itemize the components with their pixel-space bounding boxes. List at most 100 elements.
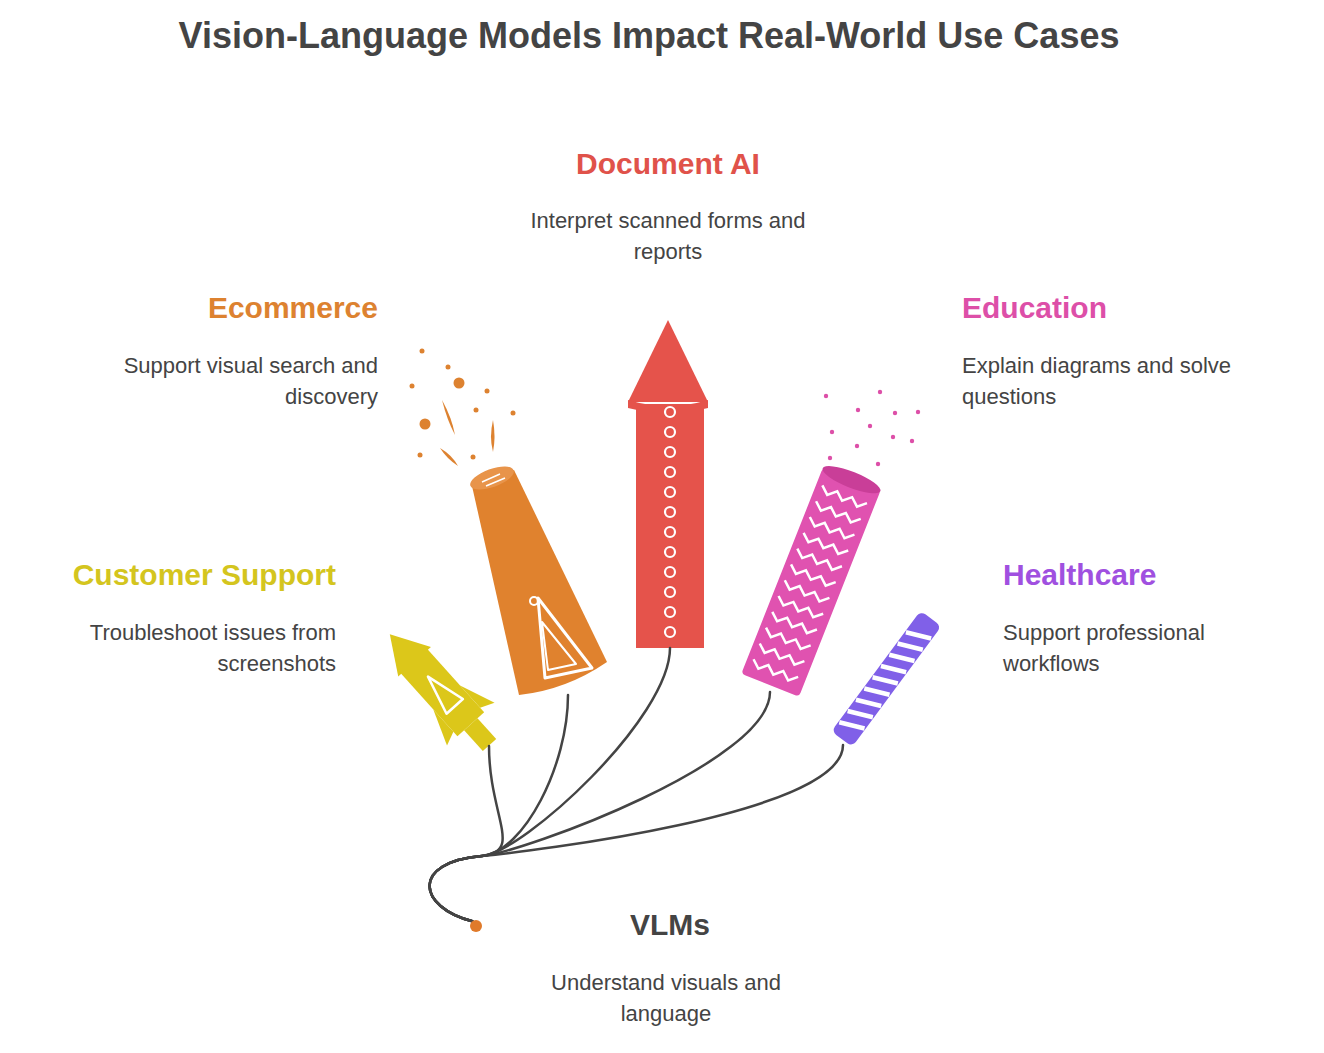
diagram-title: Vision-Language Models Impact Real-World…	[0, 14, 1298, 58]
confetti-dot	[485, 389, 490, 394]
stick-stripes	[839, 624, 931, 736]
rocket-nose	[628, 320, 708, 402]
use-case-description: Troubleshoot issues from screenshots	[26, 617, 336, 679]
rocket-fin	[423, 709, 457, 745]
fuse-wire	[430, 746, 503, 921]
sparkle-dot	[893, 411, 897, 415]
zigzag	[782, 580, 829, 604]
sparkle-dot	[868, 424, 872, 428]
confetti-streak	[440, 448, 458, 466]
stripe	[856, 692, 881, 714]
cone-triangle	[538, 598, 592, 678]
cone-body	[472, 470, 607, 695]
ring	[665, 607, 675, 617]
stripe	[839, 714, 864, 736]
cone-dot	[530, 597, 538, 605]
use-case-node: Customer SupportTroubleshoot issues from…	[380, 622, 498, 746]
sparkle-dot	[891, 435, 895, 439]
rocket-nozzle	[464, 718, 496, 751]
confetti-dot	[446, 365, 451, 370]
fuse-wire	[430, 745, 843, 921]
sparkle-dot	[878, 390, 882, 394]
zigzag	[814, 501, 861, 525]
use-case-heading: Healthcare	[1003, 557, 1263, 593]
use-case-node: EcommerceSupport visual search and disco…	[450, 440, 610, 695]
use-case-heading: Customer Support	[26, 557, 336, 593]
confetti-dot	[454, 378, 465, 389]
cone-triangle-inner	[542, 622, 576, 670]
confetti-dot	[471, 455, 476, 460]
sparkle-dot	[824, 394, 828, 398]
use-case-heading: Document AI	[518, 146, 818, 182]
fuse-wire	[430, 692, 770, 921]
confetti-dot	[474, 408, 479, 413]
zigzag	[751, 659, 798, 683]
stripe	[873, 669, 898, 691]
stripe	[848, 703, 873, 725]
stripe	[906, 624, 931, 646]
rocket-body	[636, 404, 704, 648]
confetti-dot	[511, 411, 516, 416]
zigzag	[763, 628, 810, 652]
use-case-description: Explain diagrams and solve questions	[962, 350, 1292, 412]
fuse-wire	[430, 695, 568, 921]
sparkle-dot	[855, 444, 859, 448]
confetti-dot	[420, 349, 425, 354]
ring	[665, 407, 675, 417]
zigzag	[770, 612, 817, 636]
use-case-heading: Education	[962, 290, 1292, 326]
use-case-description: Support professional workflows	[1003, 617, 1263, 679]
use-case-description: Support visual search and discovery	[58, 350, 378, 412]
purple-stick	[831, 611, 941, 747]
confetti-dot	[418, 453, 423, 458]
ring	[665, 487, 675, 497]
use-case-node: Document AIInterpret scanned forms and r…	[626, 318, 712, 648]
use-case-description: Interpret scanned forms and reports	[518, 205, 818, 267]
red-rocket	[628, 320, 708, 648]
stripe	[898, 635, 923, 657]
zigzag	[801, 533, 848, 557]
ring	[665, 627, 675, 637]
stick-body	[831, 611, 941, 747]
zigzag	[788, 564, 835, 588]
ring	[665, 507, 675, 517]
rocket-mark	[420, 669, 463, 713]
yellow-rocket	[366, 613, 513, 767]
ring	[665, 567, 675, 577]
sparkle-dot	[916, 410, 920, 414]
ring	[665, 547, 675, 557]
sparkle-dot	[910, 439, 914, 443]
stripe	[864, 681, 889, 703]
ring	[665, 427, 675, 437]
fuse-wire	[430, 648, 670, 921]
ring	[665, 447, 675, 457]
confetti-dot	[420, 419, 431, 430]
rocket-rings	[665, 407, 675, 637]
zigzag	[795, 549, 842, 573]
zigzag	[807, 517, 854, 541]
ring	[665, 587, 675, 597]
zigzag	[820, 485, 867, 509]
sparkle-dot	[830, 430, 834, 434]
ring	[665, 527, 675, 537]
zigzag	[776, 596, 823, 620]
rocket-fin	[460, 676, 494, 712]
sparkle-dot	[876, 462, 880, 466]
use-case-description: Understand visuals and language	[521, 967, 811, 1029]
sparkles	[824, 390, 920, 466]
stripe	[889, 647, 914, 669]
use-case-node: HealthcareSupport professional workflows	[830, 605, 945, 745]
sparkle-dot	[828, 456, 832, 460]
ring	[665, 467, 675, 477]
confetti-streak	[442, 400, 455, 435]
stripe	[881, 658, 906, 680]
use-case-heading: VLMs	[520, 907, 820, 943]
cone-top-lines	[482, 474, 505, 486]
confetti-streak	[491, 420, 495, 452]
sparkle-dot	[856, 408, 860, 412]
cylinder-body	[741, 467, 880, 696]
confetti-dot	[410, 384, 415, 389]
use-case-heading: Ecommerce	[58, 290, 378, 326]
orange-cone	[467, 462, 607, 695]
